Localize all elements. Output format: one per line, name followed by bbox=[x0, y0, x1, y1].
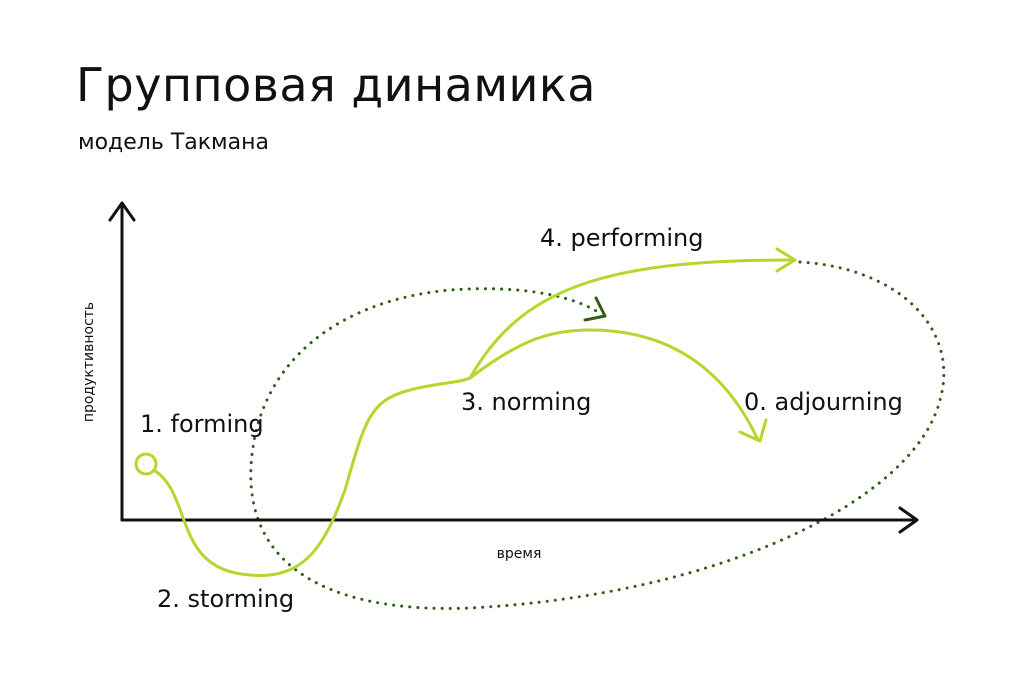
start-point-marker bbox=[134, 452, 158, 476]
adjourning-loop bbox=[249, 260, 946, 610]
stage-label-storming: 2. storming bbox=[157, 585, 294, 613]
y-axis-label: продуктивность bbox=[81, 302, 97, 422]
loop-arrowhead bbox=[583, 296, 607, 322]
development-curve bbox=[148, 376, 472, 577]
page-subtitle: модель Такмана bbox=[78, 130, 269, 155]
performing-curve bbox=[468, 258, 792, 380]
stage-label-adjourning: 0. adjourning bbox=[744, 388, 903, 416]
norming-curve bbox=[468, 328, 760, 442]
x-axis-label: время bbox=[497, 546, 542, 562]
stage-label-norming: 3. norming bbox=[461, 388, 591, 416]
page-title: Групповая динамика bbox=[76, 58, 596, 112]
stage-label-forming: 1. forming bbox=[140, 410, 264, 438]
y-axis-arrowhead bbox=[108, 201, 136, 222]
adjourning-arrowhead bbox=[738, 418, 768, 443]
x-axis-arrowhead bbox=[898, 506, 919, 534]
performing-arrowhead bbox=[775, 247, 797, 273]
stage-label-performing: 4. performing bbox=[540, 224, 703, 252]
